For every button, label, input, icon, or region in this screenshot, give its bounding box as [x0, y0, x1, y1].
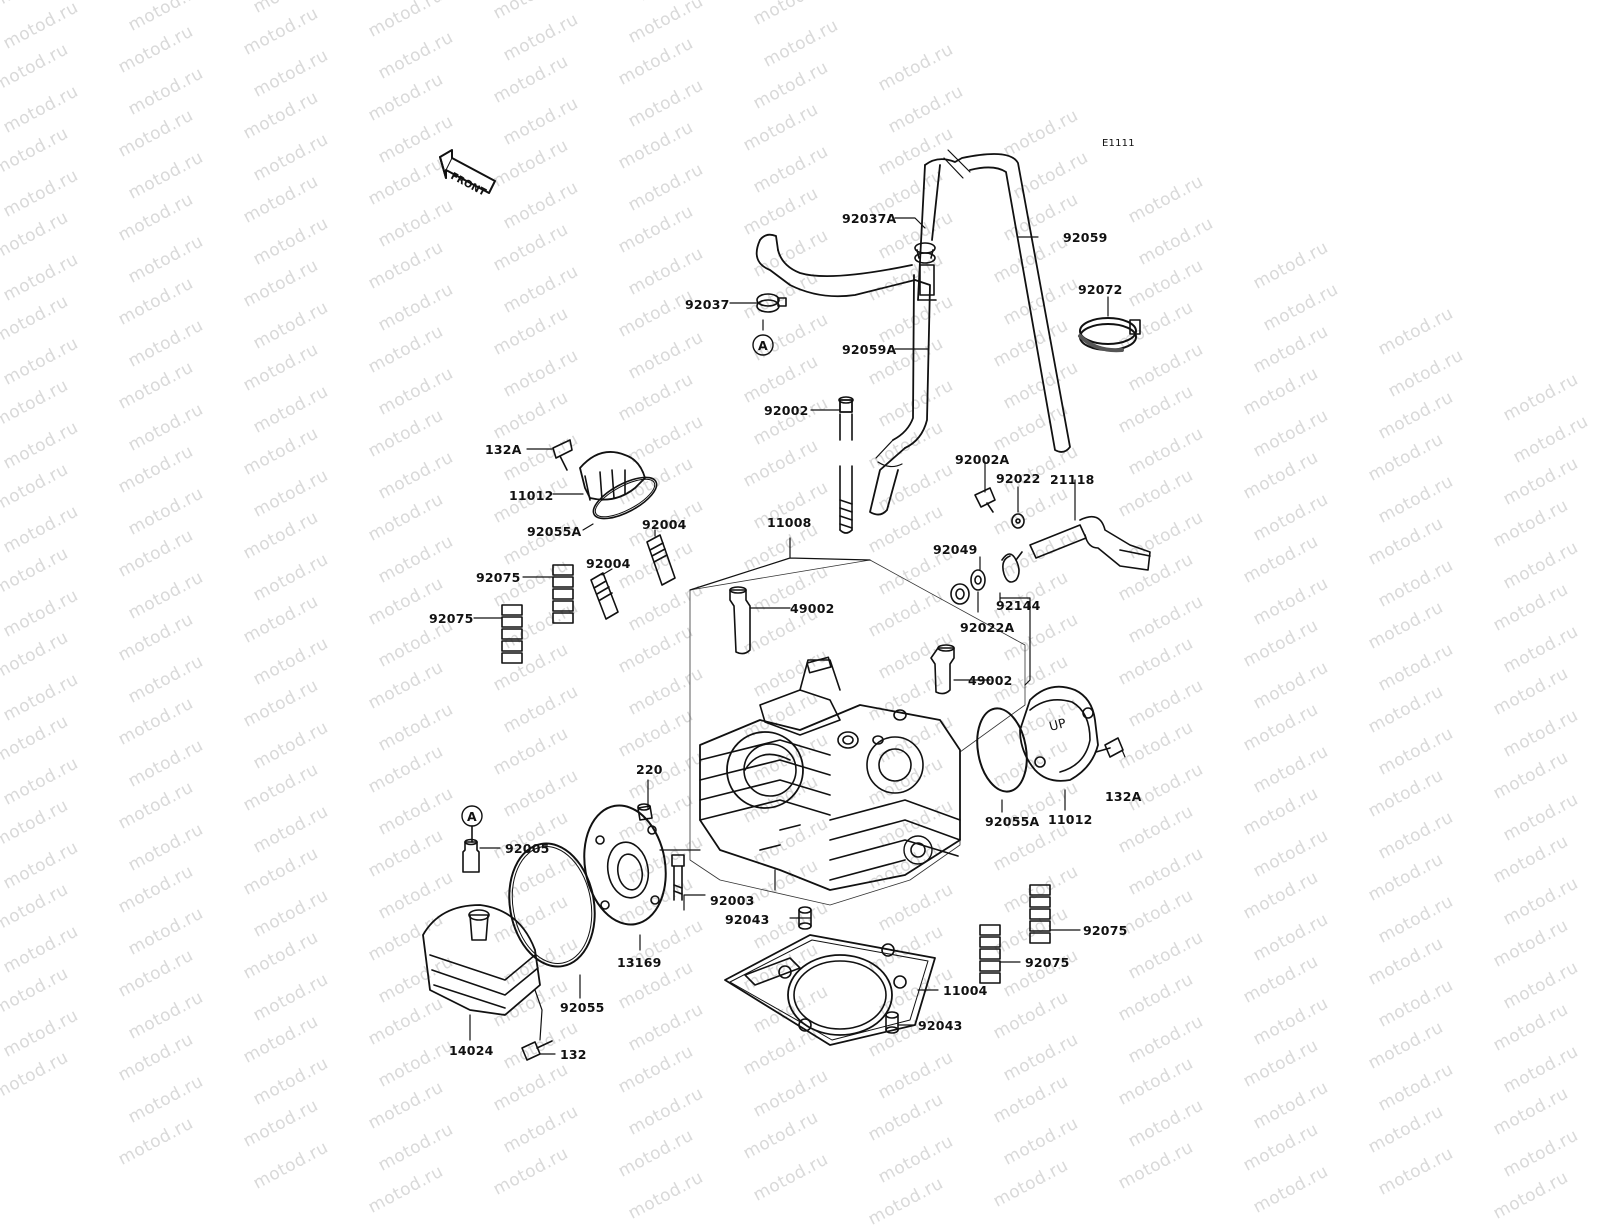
part-label-92055: 92055 [560, 1000, 605, 1015]
part-label-92037: 92037 [685, 297, 730, 312]
tappet-cover-11012-right [1019, 685, 1099, 782]
hose-fitting-92037A-lower [917, 264, 937, 301]
stud-92004-a [646, 534, 676, 586]
part-label-92055A-top: 92055A [527, 524, 582, 539]
part-label-92022A: 92022A [960, 620, 1015, 635]
reference-marker-a-bottom-label: A [467, 809, 477, 824]
reference-marker-a-top-label: A [758, 338, 768, 353]
stud-92004-b [590, 572, 619, 620]
cylinder-head-11008 [689, 559, 1026, 906]
part-label-92043-b: 92043 [918, 1018, 963, 1033]
o-ring-92055 [508, 842, 596, 968]
valve-cover-14024 [422, 904, 541, 1016]
part-label-11008: 11008 [767, 515, 812, 530]
dowel-pin-92043-b [885, 1011, 899, 1034]
reference-marker-a-bottom [461, 805, 483, 843]
valve-guide-49002-b [930, 644, 955, 695]
part-label-11004: 11004 [943, 983, 988, 998]
shim-stack-92075-d [979, 924, 1001, 984]
part-label-132A-top: 132A [485, 442, 522, 457]
diagram-code: E1111 [1102, 138, 1135, 149]
cover-plate-13169 [583, 804, 667, 926]
valve-guide-49002-a [729, 586, 751, 655]
part-label-21118: 21118 [1050, 472, 1095, 487]
part-label-49002-a: 49002 [790, 601, 835, 616]
exploded-view-drawing: FRONT [422, 149, 1151, 1061]
part-label-49002-b: 49002 [968, 673, 1013, 688]
part-label-132A-right: 132A [1105, 789, 1142, 804]
o-ring-92055A-right [976, 707, 1028, 793]
bolt-132 [521, 1040, 553, 1061]
part-label-92005: 92005 [505, 841, 550, 856]
hose-clip-92037 [756, 293, 787, 313]
part-label-92075-b: 92075 [429, 611, 474, 626]
part-label-92043-a: 92043 [725, 912, 770, 927]
part-label-92037A: 92037A [842, 211, 897, 226]
lever-shaft-21118 [1029, 515, 1151, 571]
part-label-92003: 92003 [710, 893, 755, 908]
hose-clip-92037A [914, 242, 936, 264]
part-label-92004-b: 92004 [586, 556, 631, 571]
part-label-92075-d: 92075 [1025, 955, 1070, 970]
spring-92144 [1001, 551, 1023, 583]
part-label-92072: 92072 [1078, 282, 1123, 297]
part-label-92022: 92022 [996, 471, 1041, 486]
part-label-92055A-right: 92055A [985, 814, 1040, 829]
shim-stack-92075-b [501, 604, 523, 664]
part-label-92004-a: 92004 [642, 517, 687, 532]
head-bolt-92002 [838, 396, 854, 534]
bolt-92003 [671, 854, 685, 901]
front-arrow-icon: FRONT [439, 149, 496, 199]
part-label-92059: 92059 [1063, 230, 1108, 245]
part-label-92075-a: 92075 [476, 570, 521, 585]
part-label-14024: 14024 [449, 1043, 494, 1058]
shim-stack-92075-c [1029, 884, 1051, 944]
bolt-132A-right [1095, 737, 1124, 758]
leader-lines [469, 217, 1126, 1055]
head-gasket-11004 [724, 934, 936, 1046]
part-label-13169: 13169 [617, 955, 662, 970]
part-label-92002A: 92002A [955, 452, 1010, 467]
shim-stack-92075-a [552, 564, 574, 624]
part-label-92049: 92049 [933, 542, 978, 557]
fitting-92005 [462, 838, 480, 873]
part-label-92059A: 92059A [842, 342, 897, 357]
reference-marker-a-top [752, 334, 774, 356]
washer-92022 [1011, 513, 1025, 529]
hose-clamp-92072 [1078, 317, 1141, 353]
part-label-132: 132 [560, 1047, 587, 1062]
part-label-11012-top: 11012 [509, 488, 554, 503]
oil-seal-92049 [950, 583, 970, 605]
plug-220 [637, 803, 653, 821]
breather-hose-92059A [755, 233, 931, 516]
part-label-11012-right: 11012 [1048, 812, 1093, 827]
part-label-92144: 92144 [996, 598, 1041, 613]
breather-hose-92059 [917, 149, 1071, 453]
washer-92022A [970, 569, 986, 591]
part-label-92075-c: 92075 [1083, 923, 1128, 938]
part-label-92002: 92002 [764, 403, 809, 418]
tappet-cover-11012-top [552, 439, 658, 520]
part-label-220: 220 [636, 762, 663, 777]
